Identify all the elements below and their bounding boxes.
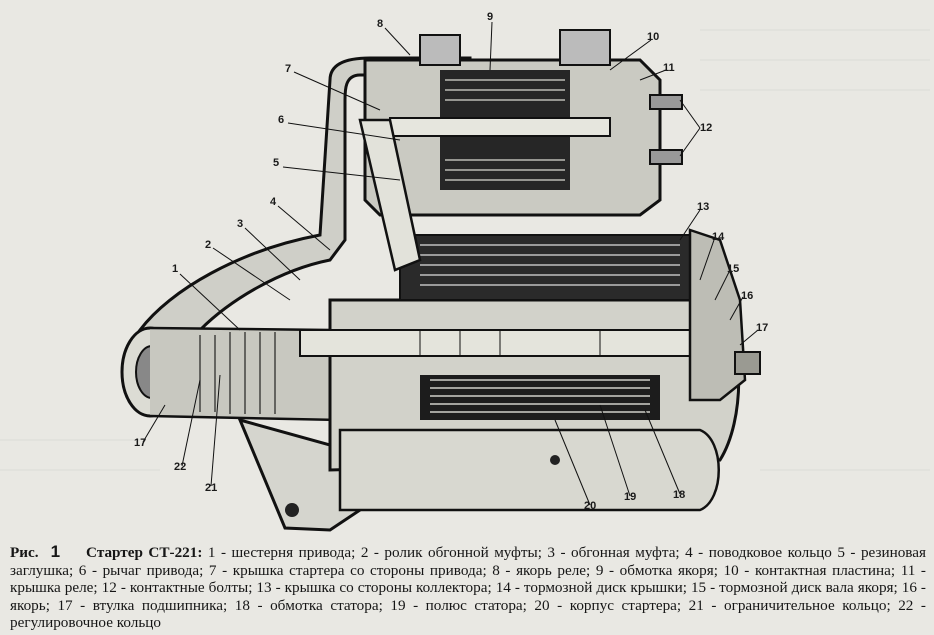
callout-5: 5 xyxy=(273,157,279,169)
callout-4: 4 xyxy=(270,196,277,208)
figure-prefix: Рис. xyxy=(10,544,39,561)
figure-caption: Рис. 1 Стартер СТ-221: 1 - шестерня привод… xyxy=(10,543,926,632)
callout-13: 13 xyxy=(697,201,709,213)
callout-17-top: 17 xyxy=(756,322,768,334)
callout-11: 11 xyxy=(663,62,675,74)
callout-19: 19 xyxy=(624,491,636,503)
callout-15: 15 xyxy=(727,263,739,275)
figure-number: 1 xyxy=(50,542,61,561)
commutator-end xyxy=(688,228,761,402)
callout-18: 18 xyxy=(673,489,685,501)
callout-2: 2 xyxy=(205,239,211,251)
callout-17-bottom: 17 xyxy=(134,437,146,449)
starter-body xyxy=(299,234,741,512)
callout-3: 3 xyxy=(237,218,243,230)
callout-7: 7 xyxy=(285,63,291,75)
figure-legend-text: 1 - шестерня привода; 2 - ролик обгонной… xyxy=(10,544,927,631)
solenoid-relay xyxy=(358,29,683,272)
callout-6: 6 xyxy=(278,114,284,126)
callout-1: 1 xyxy=(172,263,178,275)
callout-10: 10 xyxy=(647,31,659,43)
callout-21: 21 xyxy=(205,482,217,494)
figure-title: Стартер СТ-221: xyxy=(86,544,203,561)
callout-8: 8 xyxy=(377,18,383,30)
callout-20: 20 xyxy=(584,500,596,512)
drive-pinion-nose xyxy=(120,326,342,422)
callout-16: 16 xyxy=(741,290,753,302)
callout-12: 12 xyxy=(700,122,712,134)
callout-9: 9 xyxy=(487,11,493,23)
starter-cutaway-illustration: 1 2 3 4 5 6 7 8 9 10 11 12 13 14 15 16 1… xyxy=(0,11,930,532)
callout-14: 14 xyxy=(712,231,725,243)
callout-22: 22 xyxy=(174,461,186,473)
